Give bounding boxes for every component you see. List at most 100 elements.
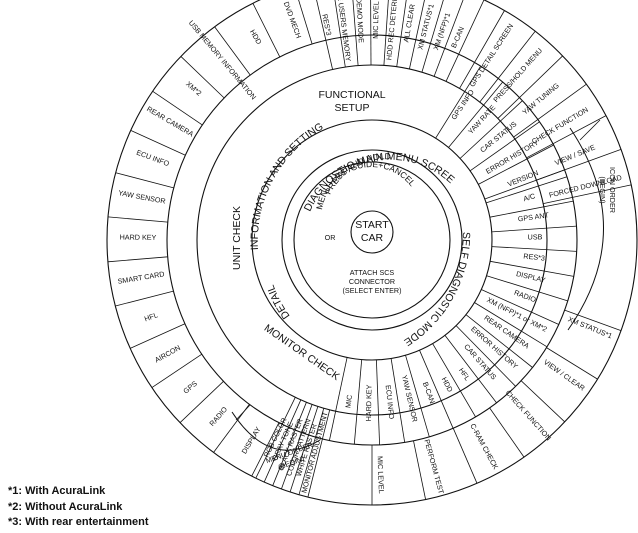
gps-detail-item: YAW TUNING bbox=[520, 81, 561, 117]
unit-check-item: HARD KEY bbox=[120, 233, 157, 242]
unit-check-divider bbox=[130, 323, 186, 349]
info-item: GPS INFO bbox=[449, 87, 476, 121]
self-diag-outer-item: MIC LEVEL bbox=[376, 456, 386, 494]
info-item: CAR STATUS bbox=[478, 119, 518, 154]
functional-divider bbox=[334, 0, 346, 68]
self-diag-divider bbox=[481, 289, 559, 325]
attach-label-line1: ATTACH SCS bbox=[350, 268, 395, 277]
unit-check-divider bbox=[251, 422, 280, 477]
functional-setup-title-line1: FUNCTIONAL bbox=[318, 89, 385, 101]
self-diag-outer-item: XM STATUS*1 bbox=[567, 315, 614, 341]
unit-check-divider bbox=[214, 26, 251, 76]
gps-sub-divider bbox=[497, 55, 563, 119]
functional-item: B-CAN bbox=[449, 25, 466, 49]
functional-divider bbox=[383, 0, 389, 66]
gps-sub-divider bbox=[513, 83, 587, 138]
footnote-3: *3: With rear entertainment bbox=[8, 516, 149, 528]
unit-check-divider bbox=[252, 3, 281, 58]
functional-divider bbox=[370, 0, 372, 66]
functional-divider bbox=[421, 0, 444, 73]
self-diag-divider bbox=[486, 275, 568, 302]
gps-sub-divider bbox=[526, 115, 607, 159]
self-diag-divider bbox=[489, 200, 574, 218]
self-diag-outer-divider bbox=[489, 407, 525, 458]
self-diag-outer-divider bbox=[564, 309, 622, 331]
self-diag-divider bbox=[405, 355, 430, 437]
self-diag-outer-item: VIEW / CLEAR bbox=[542, 357, 587, 392]
self-diag-divider bbox=[419, 350, 454, 429]
gps-detail-item: VIEW / SAVE bbox=[553, 142, 596, 167]
functional-divider bbox=[352, 0, 359, 66]
self-diag-item: ECU INFO bbox=[384, 384, 397, 420]
unit-check-divider bbox=[152, 90, 203, 126]
gps-sub-divider bbox=[543, 184, 632, 204]
functional-divider bbox=[433, 0, 464, 77]
self-diag-outer-item: C-RAM CHECK bbox=[468, 422, 500, 471]
icon-order-begin: (BEGIN) bbox=[598, 176, 607, 203]
self-diag-item: GPS ANT bbox=[517, 210, 550, 223]
functional-item: ALL CLEAR bbox=[401, 3, 416, 42]
gps-sub-divider bbox=[536, 149, 622, 181]
icon-order-label: ICON ORDER bbox=[608, 167, 617, 213]
monitor-divider bbox=[289, 406, 319, 493]
unit-check-divider bbox=[151, 353, 203, 388]
unit-check-item: REAR CAMERA bbox=[145, 104, 195, 138]
self-diag-outer-item: PERFORM TEST bbox=[422, 438, 446, 495]
unit-check-item: ECU INFO bbox=[135, 148, 171, 169]
self-diag-item: B-CAN bbox=[421, 381, 437, 405]
self-diag-item: RES*3 bbox=[523, 251, 545, 262]
gps-sub-divider bbox=[459, 10, 505, 89]
info-divider bbox=[478, 144, 554, 185]
icon-order-tick bbox=[579, 119, 601, 141]
car-label: CAR bbox=[361, 232, 384, 244]
unit-check-item: AIRCON bbox=[153, 343, 182, 365]
attach-label-line3: (SELECT ENTER) bbox=[343, 286, 402, 295]
unit-check-item: HFL bbox=[143, 310, 159, 323]
unit-check-divider bbox=[115, 172, 174, 189]
footnote-1: *1: With AcuraLink bbox=[8, 485, 106, 497]
functional-item: MIC LEVEL bbox=[371, 1, 381, 39]
unit-check-item: DISPLAY bbox=[239, 425, 262, 455]
unit-check-item: YAW SENSOR bbox=[118, 188, 167, 206]
monitor-divider bbox=[255, 397, 296, 479]
functional-item: RES*3 bbox=[320, 13, 333, 36]
functional-divider bbox=[396, 0, 407, 67]
unit-check-item: XM*2 bbox=[184, 79, 203, 97]
self-diag-divider bbox=[390, 358, 406, 443]
order-indicators bbox=[231, 119, 604, 451]
section-ring-edge bbox=[196, 64, 548, 416]
info-divider bbox=[435, 65, 481, 139]
self-diag-item: USB bbox=[528, 232, 543, 241]
self-diag-divider bbox=[353, 359, 363, 445]
unit-check-divider bbox=[107, 216, 168, 223]
self-diag-outer-divider bbox=[520, 380, 566, 423]
unit-check-divider bbox=[107, 256, 168, 263]
gps-sub-divider bbox=[479, 30, 536, 103]
functional-divider bbox=[316, 0, 333, 70]
self-diag-divider bbox=[474, 302, 548, 348]
self-diag-divider bbox=[432, 343, 476, 418]
self-diag-divider bbox=[465, 314, 533, 368]
unit-check-divider bbox=[115, 290, 174, 307]
self-diag-item: A/C bbox=[522, 191, 536, 203]
diagram-hub: START CAR OR ATTACH SCS CONNECTOR (SELEC… bbox=[314, 151, 418, 295]
monitor-divider bbox=[263, 399, 302, 483]
main-menu-ring-outer bbox=[251, 119, 493, 361]
self-diag-divider bbox=[376, 359, 380, 445]
info-divider bbox=[448, 81, 504, 148]
self-diag-divider bbox=[455, 325, 516, 387]
unit-check-divider bbox=[130, 130, 186, 156]
monitor-divider bbox=[298, 408, 325, 495]
unit-check-divider bbox=[180, 56, 225, 99]
start-car-circle bbox=[350, 210, 394, 254]
menu-order-bracket bbox=[231, 411, 321, 451]
monitor-divider bbox=[272, 402, 307, 486]
self-diag-divider bbox=[490, 260, 574, 277]
self-diag-divider bbox=[329, 357, 348, 441]
self-diag-outer-divider bbox=[413, 440, 426, 500]
info-divider bbox=[459, 100, 523, 159]
self-diag-divider bbox=[444, 335, 497, 404]
functional-item: DEMO MODE bbox=[354, 0, 366, 43]
